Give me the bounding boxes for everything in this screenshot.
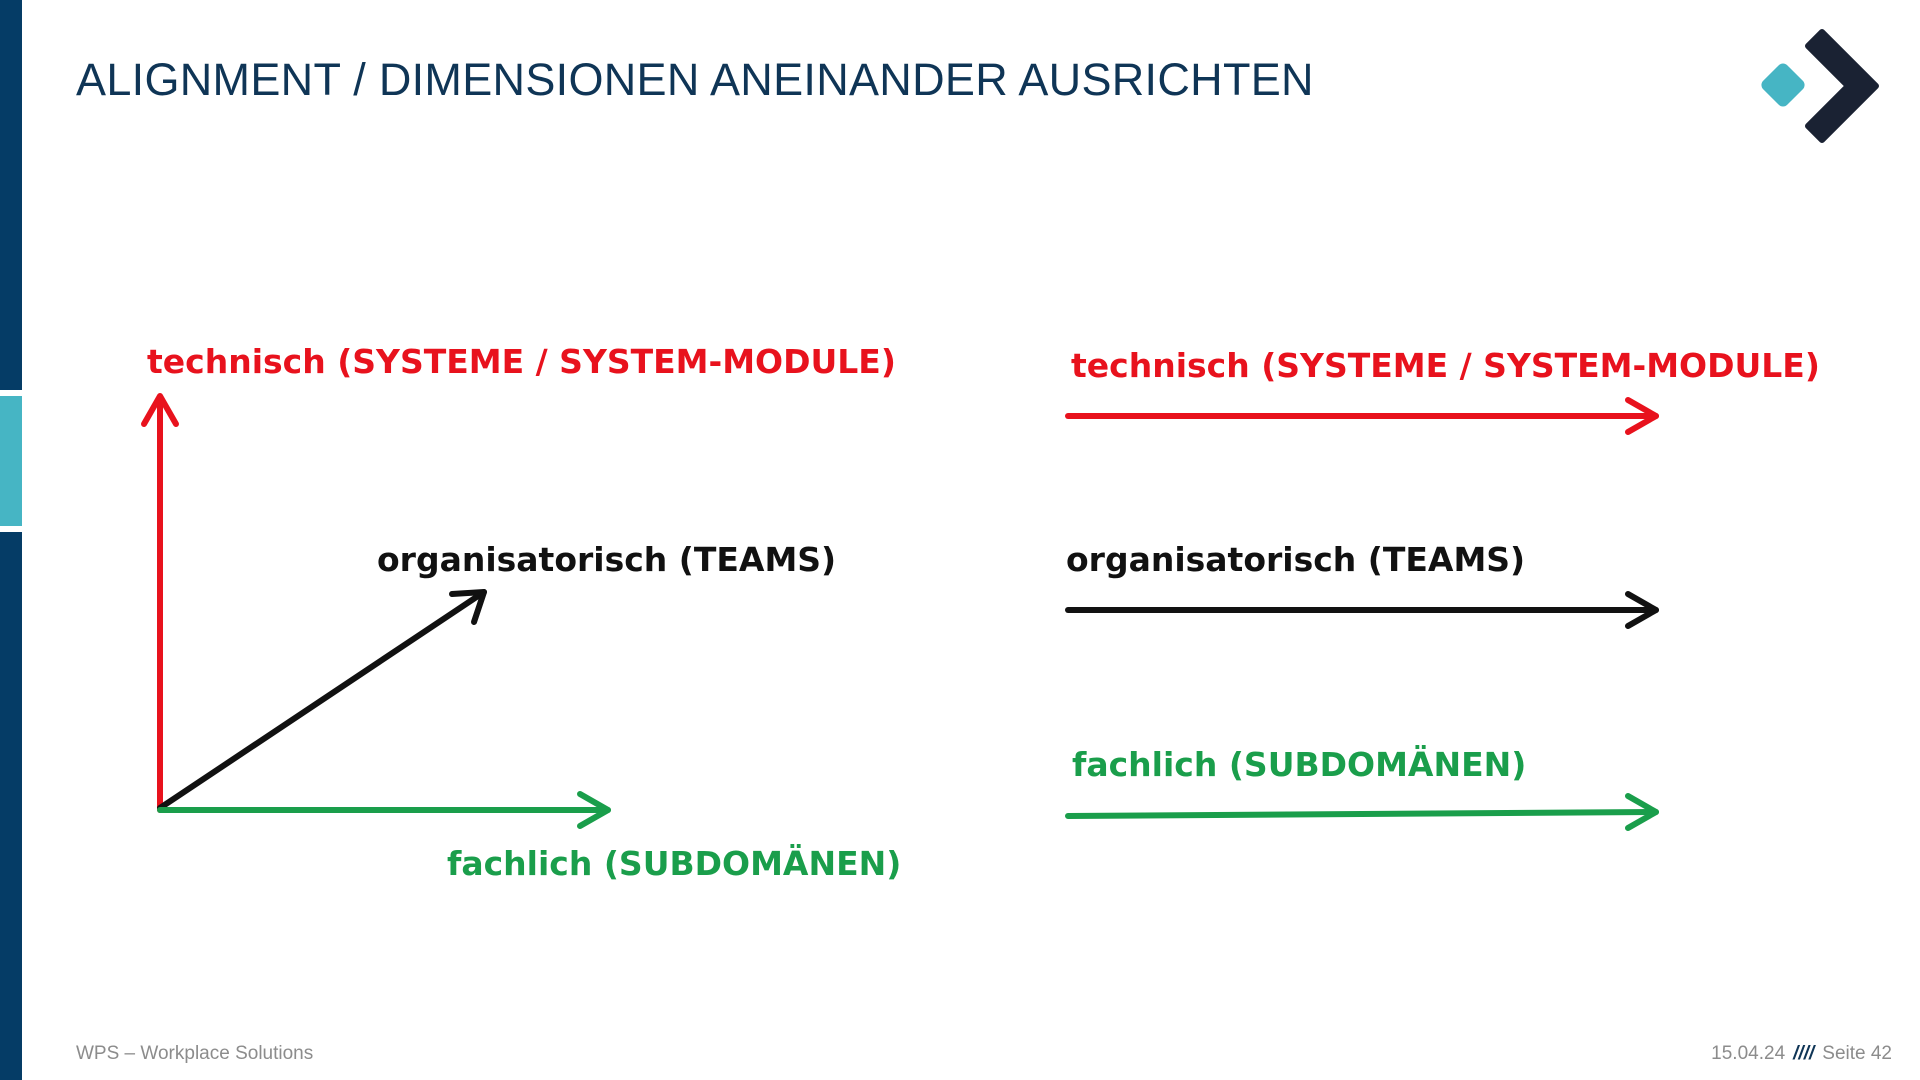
wps-logo-icon <box>1761 29 1879 143</box>
left-technical-arrow <box>141 393 179 813</box>
right-technical-arrow <box>1065 397 1659 435</box>
left-domain-arrow <box>157 791 611 829</box>
right-technical-label: technisch (SYSTEME / SYSTEM-MODULE) <box>1071 346 1820 385</box>
right-organizational-arrow <box>1065 591 1659 629</box>
right-domain-label: fachlich (SUBDOMÄNEN) <box>1072 745 1527 784</box>
footer-page-info: 15.04.24 //// Seite 42 <box>1711 1043 1892 1065</box>
slide-title: ALIGNMENT / DIMENSIONEN ANEINANDER AUSRI… <box>76 54 1314 105</box>
left-organizational-label: organisatorisch (TEAMS) <box>377 540 837 579</box>
left-domain-label: fachlich (SUBDOMÄNEN) <box>447 844 902 883</box>
left-technical-label: technisch (SYSTEME / SYSTEM-MODULE) <box>147 342 896 381</box>
footer-page-number: Seite 42 <box>1822 1043 1892 1064</box>
side-accent-bar-bottom <box>0 532 22 1080</box>
footer-company: WPS – Workplace Solutions <box>76 1043 314 1064</box>
footer-date: 15.04.24 <box>1711 1043 1786 1064</box>
right-domain-arrow <box>1065 793 1659 831</box>
side-accent-bar-highlight <box>0 396 22 526</box>
left-organizational-arrow <box>157 589 487 811</box>
right-organizational-label: organisatorisch (TEAMS) <box>1066 540 1526 579</box>
side-accent-bar-top <box>0 0 22 390</box>
footer-separator: //// <box>1793 1043 1815 1064</box>
